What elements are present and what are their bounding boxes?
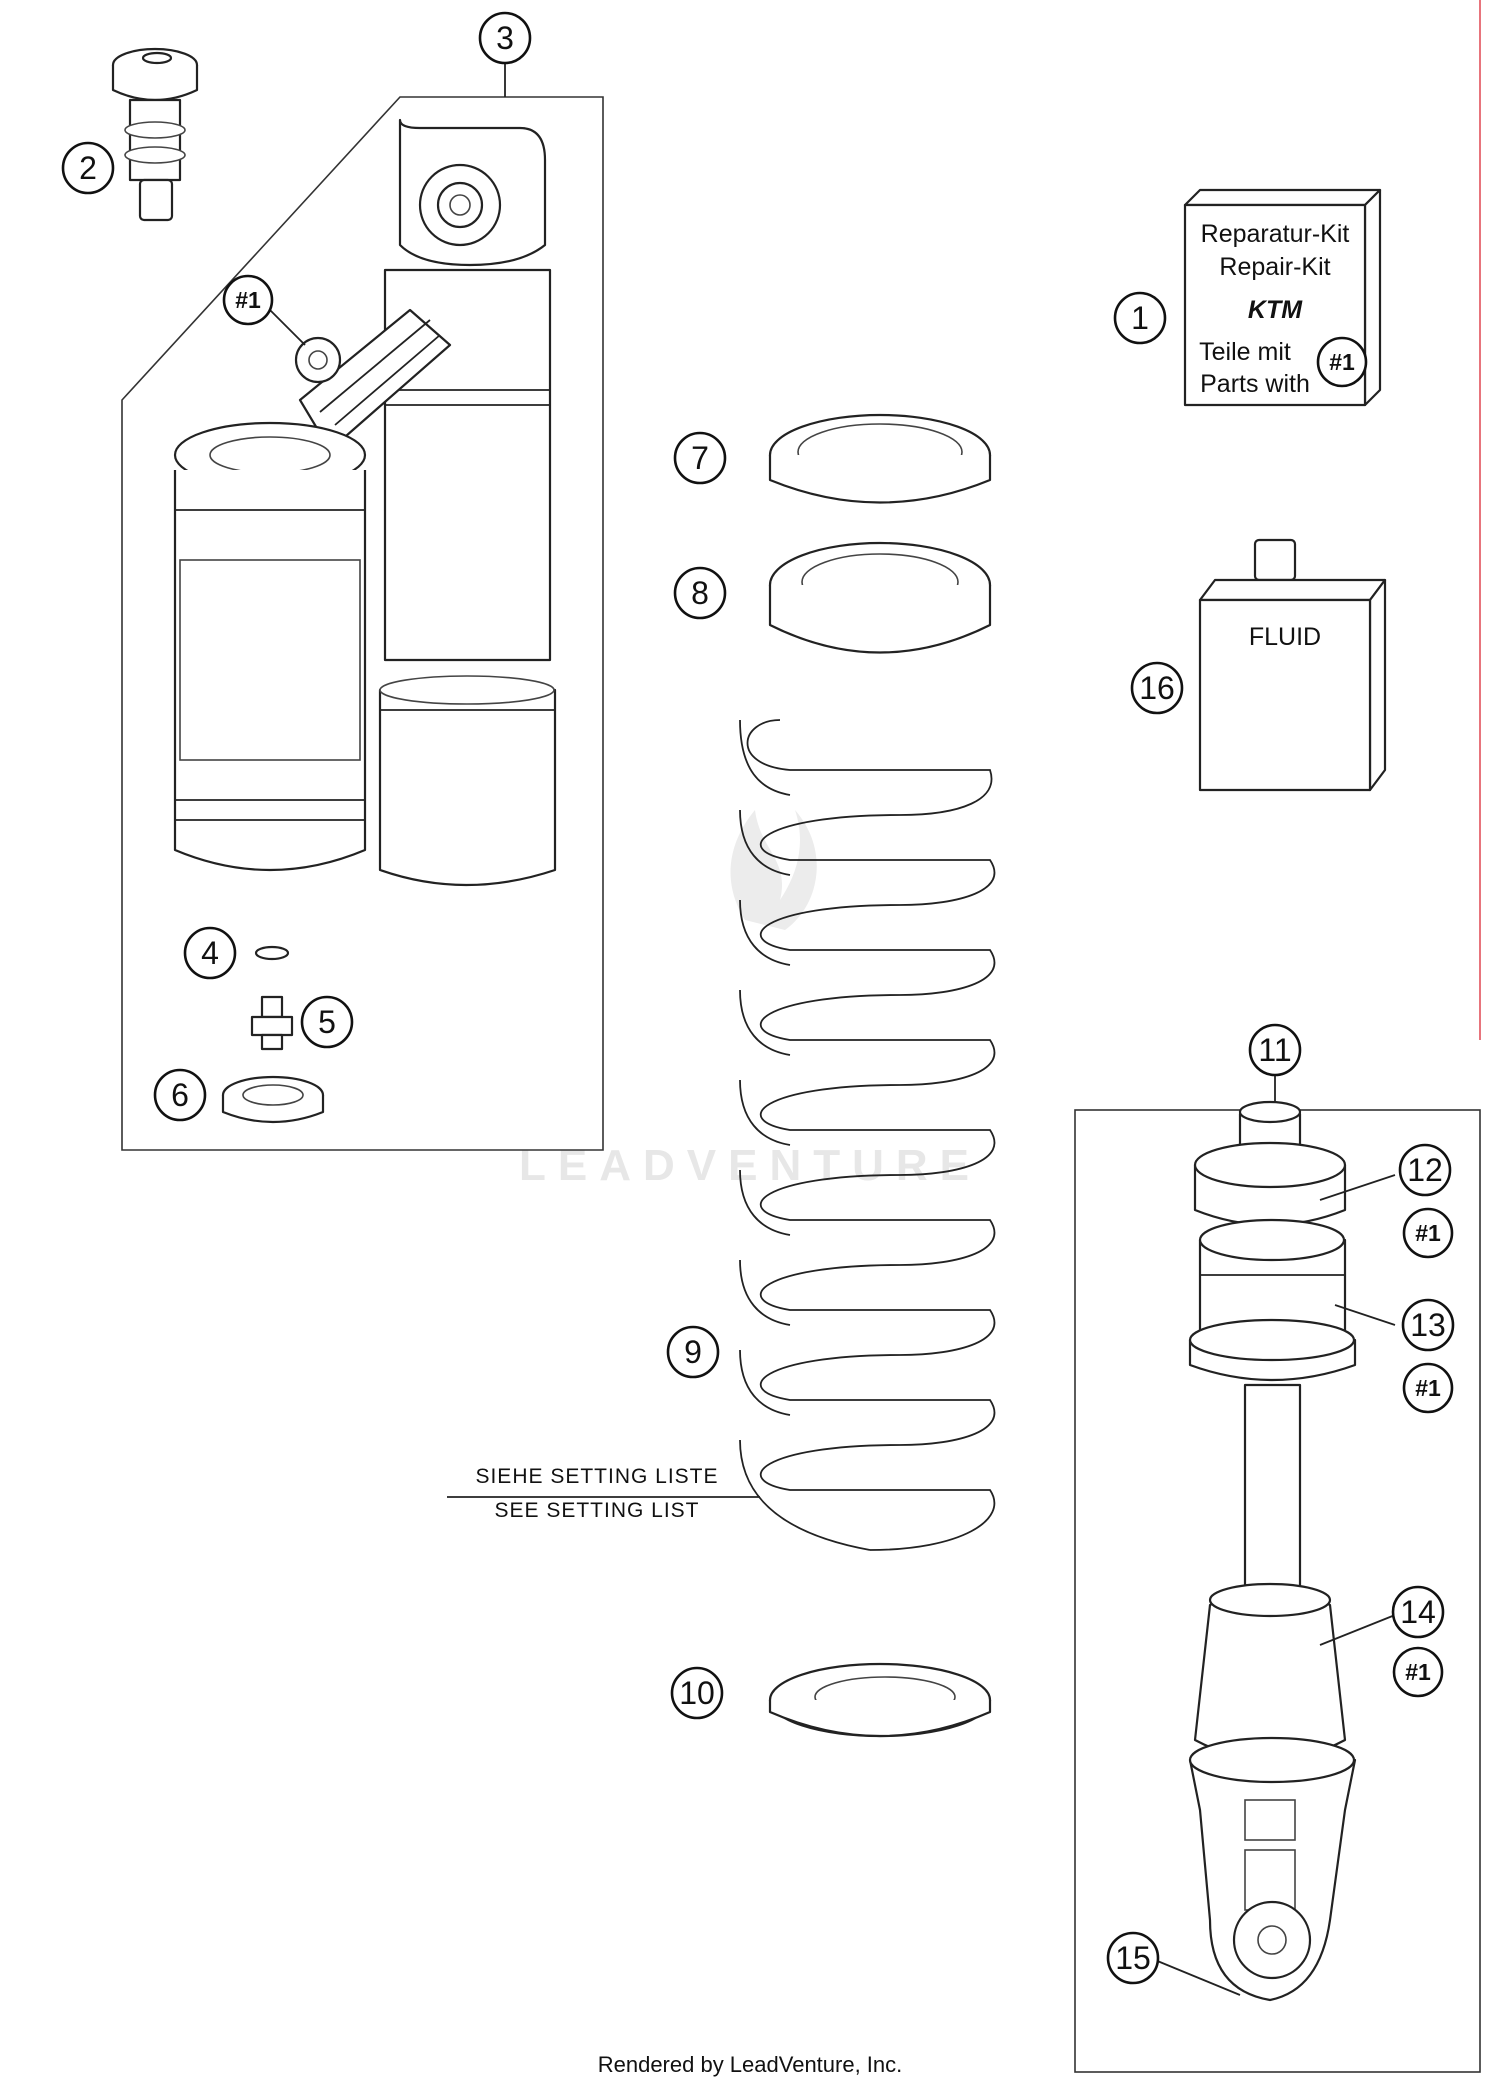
- fluid-bottle: FLUID: [1198, 538, 1387, 792]
- svg-text:15: 15: [1115, 1940, 1151, 1976]
- svg-text:2: 2: [79, 150, 97, 186]
- callout-11: 11: [1248, 1023, 1302, 1077]
- ref-marker-14: #1: [1392, 1646, 1444, 1698]
- callout-1: 1: [1113, 291, 1167, 345]
- svg-text:11: 11: [1258, 1032, 1291, 1068]
- callout-12: 12: [1398, 1143, 1452, 1197]
- svg-text:9: 9: [684, 1334, 702, 1370]
- callout-14: 14: [1391, 1585, 1445, 1639]
- callout-9: 9: [666, 1325, 720, 1379]
- callout-13: 13: [1401, 1298, 1455, 1352]
- svg-text:7: 7: [691, 440, 709, 476]
- spring-note-en: SEE SETTING LIST: [494, 1499, 699, 1522]
- part-2-adjuster-knob: [111, 47, 199, 222]
- part-10-spring-seat: [768, 1662, 992, 1738]
- svg-text:#1: #1: [1405, 1659, 1431, 1685]
- ktm-logo: KTM: [1248, 296, 1303, 324]
- part-15-clevis: [1188, 1736, 1357, 2002]
- svg-text:10: 10: [679, 1675, 715, 1711]
- repair-kit-title-en: Repair-Kit: [1219, 253, 1330, 281]
- footer-credit: Rendered by LeadVenture, Inc.: [598, 2052, 903, 2077]
- callout-16: 16: [1130, 661, 1184, 715]
- svg-text:12: 12: [1407, 1152, 1443, 1188]
- svg-text:#1: #1: [1415, 1375, 1441, 1401]
- svg-text:#1: #1: [235, 287, 261, 313]
- watermark: LEADVENTURE: [519, 810, 981, 1190]
- callout-8: 8: [673, 566, 727, 620]
- svg-text:14: 14: [1400, 1594, 1436, 1630]
- part-9-spring: [739, 719, 996, 1551]
- callout-7: 7: [673, 431, 727, 485]
- fluid-label: FLUID: [1249, 623, 1321, 651]
- damper-body-frame: [121, 96, 604, 1151]
- repair-kit-parts-de: Teile mit: [1199, 338, 1291, 366]
- svg-text:3: 3: [496, 20, 514, 56]
- callout-10: 10: [670, 1666, 724, 1720]
- callout-2: 2: [61, 141, 115, 195]
- watermark-text: LEADVENTURE: [519, 1141, 981, 1190]
- svg-text:6: 6: [171, 1077, 189, 1113]
- piston-rod-assembly: [1188, 1100, 1357, 2002]
- callout-3: 3: [478, 11, 532, 65]
- part-8-spring-adjuster-nut: [768, 541, 992, 654]
- part-6-seal-ring: [221, 1075, 325, 1124]
- repair-kit-parts-en: Parts with: [1200, 370, 1310, 398]
- leader-lines: [269, 309, 1396, 1996]
- callout-15: 15: [1106, 1931, 1160, 1985]
- svg-text:#1: #1: [1329, 349, 1355, 375]
- svg-text:1: 1: [1131, 300, 1149, 336]
- spring-note-de: SIEHE SETTING LISTE: [475, 1465, 718, 1488]
- callout-4: 4: [183, 926, 237, 980]
- part-4-o-ring: [254, 945, 290, 961]
- ref-marker-repair-kit: #1: [1316, 336, 1368, 388]
- svg-text:5: 5: [318, 1004, 336, 1040]
- repair-kit-title-de: Reparatur-Kit: [1201, 220, 1350, 248]
- part-13-piston: [1188, 1218, 1357, 1382]
- svg-text:16: 16: [1139, 670, 1175, 706]
- part-3-damper-body: [173, 118, 557, 887]
- svg-text:13: 13: [1410, 1307, 1446, 1343]
- svg-text:8: 8: [691, 575, 709, 611]
- part-7-spring-retainer-nut: [768, 413, 992, 504]
- ref-marker-12: #1: [1402, 1207, 1454, 1259]
- part-5-bleed-screw: [250, 995, 294, 1051]
- callout-6: 6: [153, 1068, 207, 1122]
- ref-marker-body: #1: [222, 274, 274, 326]
- ref-marker-13: #1: [1402, 1362, 1454, 1414]
- callout-5: 5: [300, 995, 354, 1049]
- svg-text:4: 4: [201, 935, 219, 971]
- svg-text:#1: #1: [1415, 1220, 1441, 1246]
